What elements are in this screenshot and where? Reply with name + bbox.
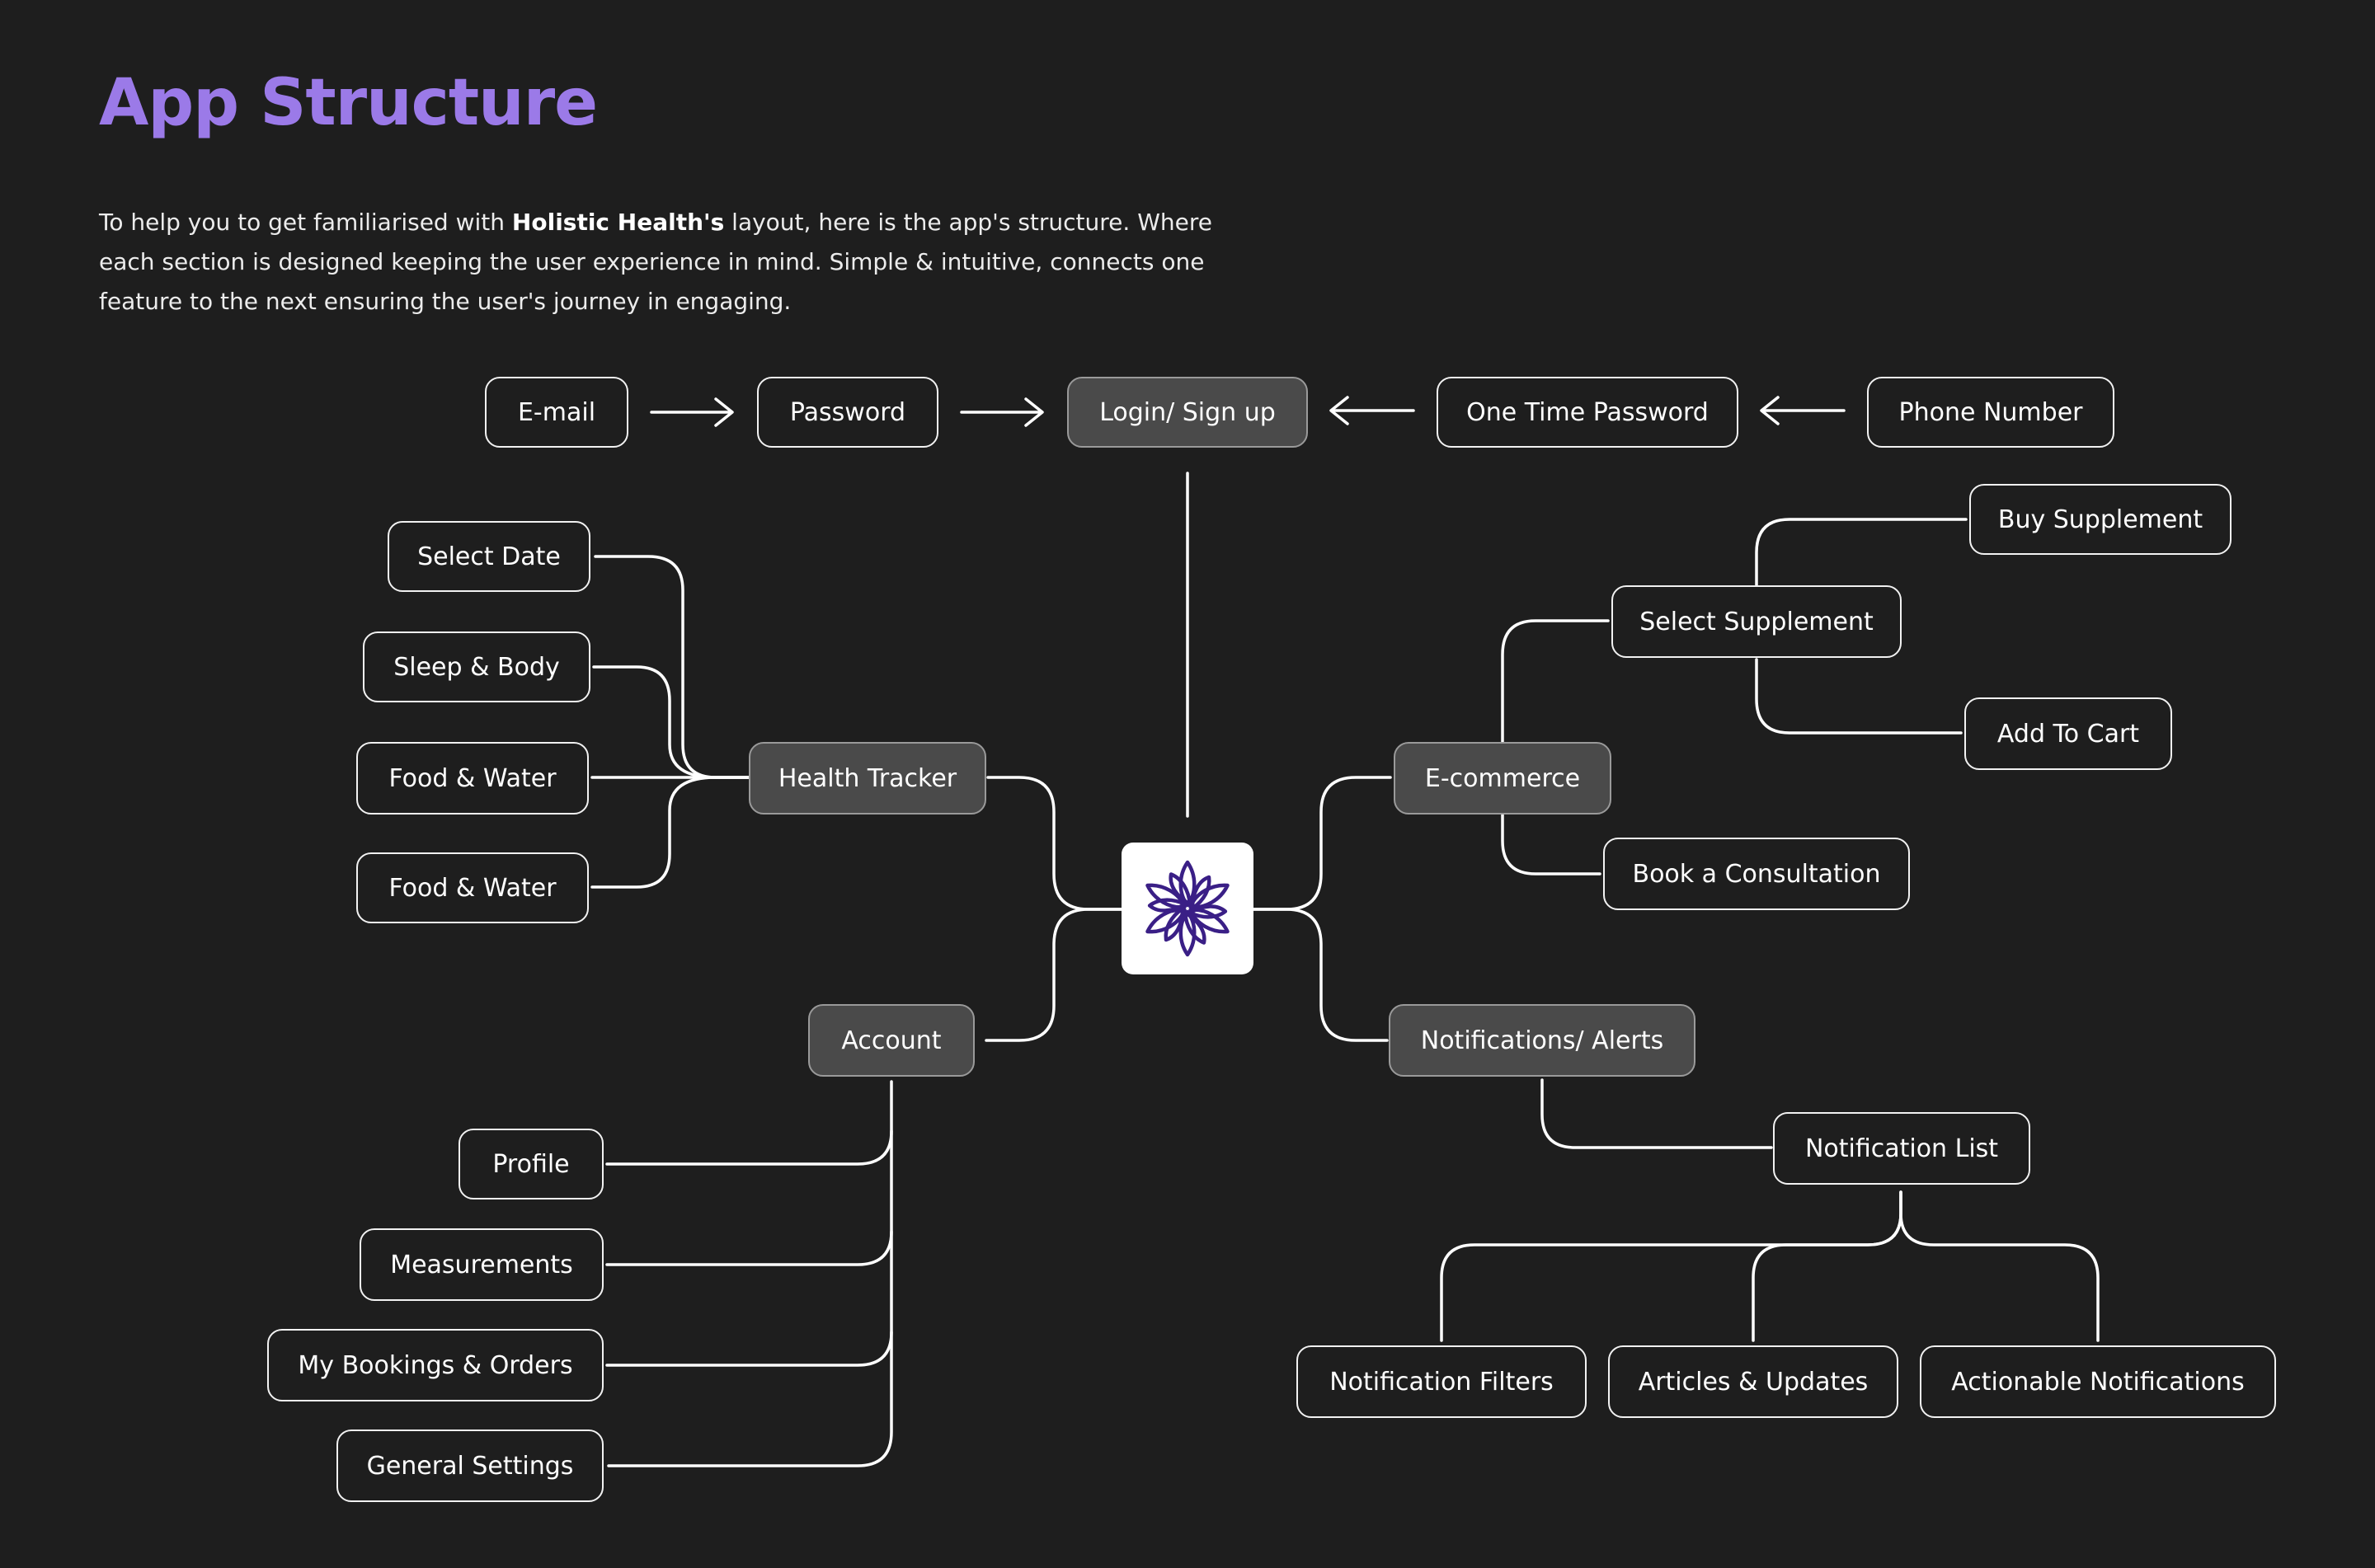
line-acc-measurements [605, 1230, 893, 1266]
actionable-notifications-node: Actionable Notifications [1920, 1345, 2276, 1418]
account-node: Account [808, 1004, 975, 1077]
line-ec-book-consultation [1501, 813, 1601, 876]
line-logo-to-health-tracker [986, 776, 1123, 911]
general-settings-node: General Settings [336, 1430, 604, 1502]
profile-node: Profile [459, 1129, 604, 1199]
line-notif-list-filters [1440, 1190, 1902, 1342]
book-consultation-node: Book a Consultation [1603, 838, 1910, 910]
arrow-email-to-password [650, 397, 734, 427]
page-title: App Structure [99, 66, 598, 140]
line-notif-list-actionable [1899, 1190, 2100, 1342]
select-date-node: Select Date [388, 521, 590, 592]
intro-text: To help you to get familiarised with Hol… [99, 203, 1253, 322]
lotus-flower-icon [1145, 860, 1230, 957]
password-node: Password [757, 377, 938, 448]
food-water-node-2: Food & Water [356, 852, 589, 923]
arrow-password-to-login [960, 397, 1044, 427]
add-to-cart-node: Add To Cart [1964, 697, 2172, 770]
phone-number-node: Phone Number [1867, 377, 2114, 448]
app-name: Holistic Health's [511, 209, 725, 236]
ecommerce-node: E-commerce [1394, 742, 1611, 815]
measurements-node: Measurements [360, 1228, 604, 1301]
line-acc-trunk [607, 1080, 893, 1467]
intro-part-1: To help you to get familiarised with [99, 209, 512, 236]
line-acc-profile [605, 1129, 893, 1166]
notification-list-node: Notification List [1773, 1112, 2030, 1185]
line-notif-to-list [1540, 1078, 1773, 1149]
buy-supplement-node: Buy Supplement [1969, 484, 2232, 555]
line-ec-buy-supplement [1755, 518, 1968, 589]
line-logo-to-account [985, 908, 1123, 1042]
line-acc-bookings [605, 1331, 893, 1367]
arrow-otp-to-login [1329, 396, 1415, 425]
otp-node: One Time Password [1437, 377, 1738, 448]
notifications-alerts-node: Notifications/ Alerts [1389, 1004, 1695, 1077]
articles-updates-node: Articles & Updates [1608, 1345, 1898, 1418]
health-tracker-node: Health Tracker [749, 742, 986, 815]
line-ht-sleep-body [592, 665, 752, 779]
line-ec-add-to-cart [1755, 658, 1963, 735]
arrow-phone-to-otp [1760, 396, 1846, 425]
sleep-body-node: Sleep & Body [363, 631, 590, 702]
login-signup-node: Login/ Sign up [1067, 377, 1308, 448]
select-supplement-node: Select Supplement [1611, 585, 1902, 658]
line-ec-select-supplement [1501, 619, 1610, 744]
line-ht-food-water-2 [590, 776, 752, 889]
app-logo [1122, 843, 1253, 974]
bookings-orders-node: My Bookings & Orders [267, 1329, 604, 1401]
notification-filters-node: Notification Filters [1296, 1345, 1587, 1418]
email-node: E-mail [485, 377, 628, 448]
line-notif-list-articles [1752, 1190, 1902, 1342]
intro-part-2: layout, here is the app's structure. Whe… [99, 209, 1212, 315]
line-logo-to-notifications [1252, 908, 1389, 1042]
food-water-node-1: Food & Water [356, 742, 589, 815]
line-logo-to-ecommerce [1252, 776, 1392, 911]
